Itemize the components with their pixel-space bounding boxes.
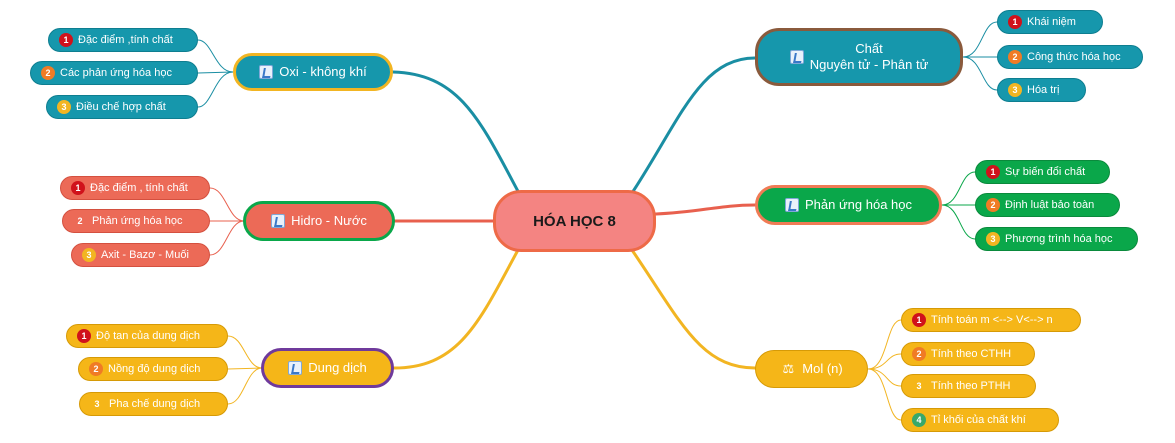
leaf-dungdich-3[interactable]: 3 Pha chế dung dịch [79,392,228,416]
branch-mol[interactable]: ⚖ Mol (n) [755,350,868,388]
number-2-icon: 2 [986,198,1000,212]
number-2-icon: 2 [89,362,103,376]
flask-icon [259,65,274,79]
leaf-label: Tính theo PTHH [931,380,1011,392]
branch-dungdich-label: Dung dịch [308,360,367,375]
leaf-chat-2[interactable]: 2 Công thức hóa học [997,45,1143,69]
branch-chat-label: Chất Nguyên tử - Phân tử [810,41,929,73]
flask-icon [288,361,303,375]
number-3-icon: 3 [1008,83,1022,97]
leaf-phanung-3[interactable]: 3 Phương trình hóa học [975,227,1138,251]
balance-icon: ⚖ [782,361,795,376]
leaf-chat-3[interactable]: 3 Hóa trị [997,78,1086,102]
leaf-label: Độ tan của dung dịch [96,330,200,342]
number-2-icon: 2 [77,216,83,226]
branch-chat-label-line2: Nguyên tử - Phân tử [809,57,929,72]
leaf-mol-3[interactable]: 3 Tính theo PTHH [901,374,1036,398]
link-phanung [654,203,757,216]
link-chat [630,56,757,195]
leaf-hidro-1[interactable]: 1 Đặc điểm , tính chất [60,176,210,200]
leaf-chat-1[interactable]: 1 Khái niệm [997,10,1103,34]
link-mol [630,248,757,370]
leaf-phanung-2[interactable]: 2 Định luật bảo toàn [975,193,1120,217]
flask-icon [784,198,799,212]
branch-phanung-label: Phản ứng hóa học [804,197,912,212]
leaf-label: Axit - Bazơ - Muối [101,249,189,261]
number-1-icon: 1 [912,313,926,327]
leaf-label: Định luật bảo toàn [1005,199,1095,211]
branch-hidro[interactable]: Hidro - Nước [243,201,395,241]
leaf-mol-1[interactable]: 1 Tính toán m <--> V<--> n [901,308,1081,332]
leaf-label: Phản ứng hóa học [92,215,183,227]
branch-oxi-label: Oxi - không khí [279,64,367,79]
leaf-oxi-2[interactable]: 2 Các phản ứng hóa học [30,61,198,85]
central-topic-label: HÓA HỌC 8 [533,212,616,230]
number-2-icon: 2 [1008,50,1022,64]
number-1-icon: 1 [986,165,1000,179]
leaf-oxi-1[interactable]: 1 Đặc điểm ,tính chất [48,28,198,52]
number-3-icon: 3 [94,399,100,409]
branch-hidro-label: Hidro - Nước [291,213,367,228]
central-topic[interactable]: HÓA HỌC 8 [493,190,656,252]
branch-dungdich[interactable]: Dung dịch [261,348,394,388]
number-1-icon: 1 [59,33,73,47]
leaf-label: Đặc điểm ,tính chất [78,34,173,46]
leaf-label: Tính theo CTHH [931,348,1012,360]
link-oxi [391,70,522,197]
leaf-hidro-2[interactable]: 2 Phản ứng hóa học [62,209,210,233]
flask-icon [271,214,286,228]
branch-phanung[interactable]: Phản ứng hóa học [755,185,942,225]
leaf-mol-4[interactable]: 4 Tỉ khối của chất khí [901,408,1059,432]
flask-icon [789,50,804,64]
leaf-label: Đặc điểm , tính chất [90,182,188,194]
number-4-icon: 4 [912,413,926,427]
branch-mol-label: Mol (n) [802,361,843,376]
leaf-dungdich-1[interactable]: 1 Độ tan của dung dịch [66,324,228,348]
number-1-icon: 1 [71,181,85,195]
number-3-icon: 3 [82,248,96,262]
number-3-icon: 3 [916,381,922,391]
leaf-label: Khái niệm [1027,16,1076,28]
number-1-icon: 1 [1008,15,1022,29]
number-3-icon: 3 [57,100,71,114]
leaf-label: Tính toán m <--> V<--> n [931,314,1053,326]
leaf-label: Pha chế dung dịch [109,398,201,410]
leaf-label: Điều chế hợp chất [76,101,166,113]
leaf-phanung-1[interactable]: 1 Sự biến đổi chất [975,160,1110,184]
leaf-oxi-3[interactable]: 3 Điều chế hợp chất [46,95,198,119]
leaf-label: Sự biến đổi chất [1005,166,1086,178]
leaf-hidro-3[interactable]: 3 Axit - Bazơ - Muối [71,243,210,267]
branch-chat-label-line1: Chất [855,41,883,56]
leaf-mol-2[interactable]: 2 Tính theo CTHH [901,342,1035,366]
number-2-icon: 2 [912,347,926,361]
number-3-icon: 3 [986,232,1000,246]
branch-chat[interactable]: Chất Nguyên tử - Phân tử [755,28,963,86]
leaf-label: Các phản ứng hóa học [60,67,172,79]
branch-oxi[interactable]: Oxi - không khí [233,53,393,91]
number-1-icon: 1 [77,329,91,343]
leaf-dungdich-2[interactable]: 2 Nồng độ dung dịch [78,357,228,381]
number-2-icon: 2 [41,66,55,80]
leaf-label: Tỉ khối của chất khí [931,414,1026,426]
leaf-label: Hóa trị [1027,84,1060,96]
leaf-label: Công thức hóa học [1027,51,1121,63]
link-dungdich [392,248,520,370]
leaf-label: Phương trình hóa học [1005,233,1113,245]
leaf-label: Nồng độ dung dịch [108,363,201,375]
